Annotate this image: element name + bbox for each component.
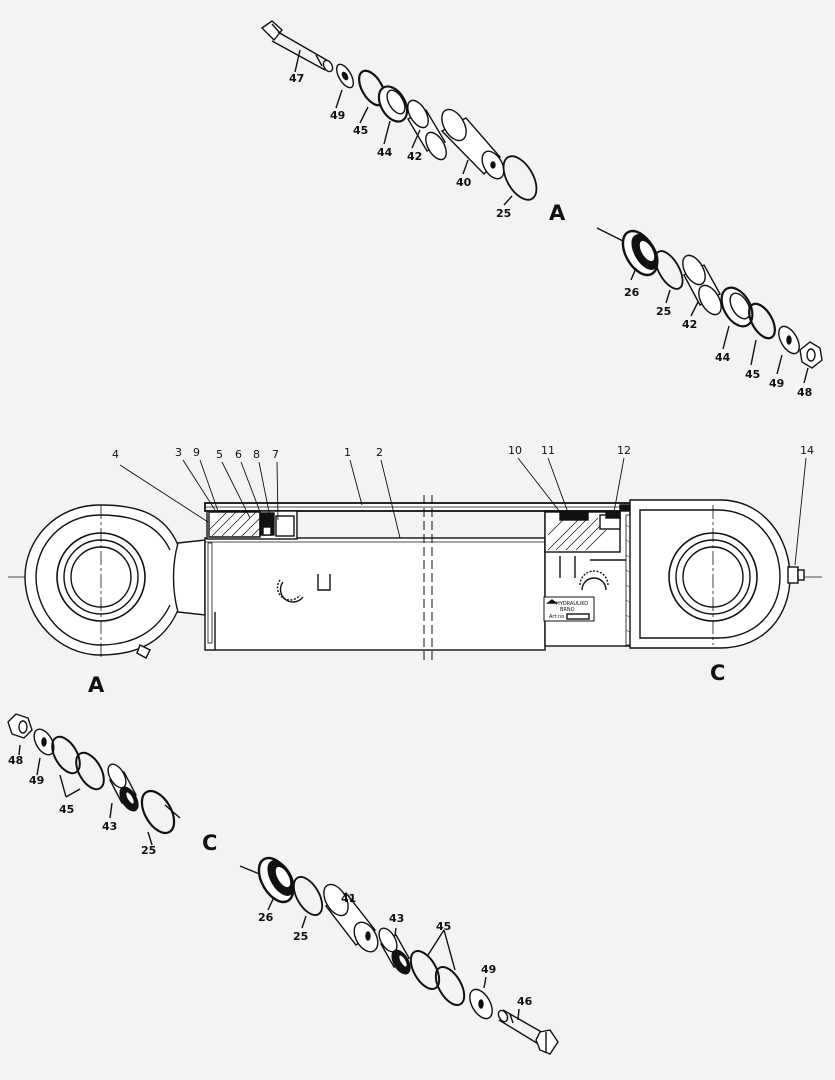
callout-47-upper: 47 [289, 72, 304, 85]
gland-head[interactable] [206, 510, 298, 540]
callout-25-right: 25 [656, 305, 671, 318]
callout-42-upper: 42 [407, 150, 422, 163]
callout-45-left: 45 [59, 803, 74, 816]
snap-ring-25-right[interactable] [650, 247, 688, 293]
callout-6: 6 [235, 448, 242, 461]
nut-48-right[interactable] [799, 341, 823, 369]
callout-1: 1 [344, 446, 351, 459]
callout-leaders [119, 457, 807, 566]
right-exploded-assembly-a: 26 25 42 44 45 49 48 [596, 225, 823, 399]
callout-25-left: 25 [141, 844, 156, 857]
bushing-41[interactable] [319, 880, 383, 956]
bottom-exploded-assembly-c: 26 25 41 43 45 49 46 [239, 852, 559, 1055]
break-lines [423, 495, 433, 660]
bolt-46[interactable] [497, 1009, 559, 1055]
bearing-housing-26-bottom[interactable] [252, 852, 300, 908]
callout-44-right: 44 [715, 351, 731, 364]
bushing-43-bottom[interactable] [375, 925, 413, 977]
bushing-42-right[interactable] [678, 252, 726, 319]
callout-26-bottom: 26 [258, 911, 274, 924]
view-label-a-upper: A [549, 201, 566, 225]
callout-41: 41 [341, 892, 356, 905]
nameplate: HYDRAULIKO BRNO Art.no [543, 596, 595, 622]
callout-3: 3 [175, 446, 182, 459]
nameplate-art: Art.no [549, 614, 564, 620]
view-label-c-lower: C [202, 831, 217, 855]
callout-40: 40 [456, 176, 472, 189]
callout-45-upper: 45 [353, 124, 368, 137]
seal-ring-45-right[interactable] [744, 300, 780, 343]
ring-detail-left [276, 574, 331, 603]
washer-49-right[interactable] [775, 323, 804, 357]
bearing-44-upper[interactable] [373, 82, 413, 127]
hydraulic-cylinder: HYDRAULIKO BRNO Art.no [8, 444, 825, 660]
callout-14: 14 [800, 444, 814, 457]
callout-5: 5 [216, 448, 223, 461]
seal-ring-45b-left[interactable] [70, 748, 109, 794]
callout-2: 2 [376, 446, 383, 459]
callout-49-upper: 49 [330, 109, 345, 122]
callout-49-bottom: 49 [481, 963, 496, 976]
grease-nipple-14[interactable] [787, 566, 805, 584]
callout-25-bottom: 25 [293, 930, 308, 943]
callout-46: 46 [517, 995, 533, 1008]
callout-12: 12 [617, 444, 631, 457]
callout-48-right: 48 [797, 386, 812, 399]
callout-43-left: 43 [102, 820, 117, 833]
callout-48-left: 48 [8, 754, 23, 767]
bolt-47[interactable] [260, 20, 334, 73]
view-label-a-main: A [88, 673, 105, 697]
seal-ring-45a-bottom[interactable] [405, 946, 445, 993]
callout-7: 7 [272, 448, 279, 461]
callout-25-upper: 25 [496, 207, 511, 220]
callout-26-right: 26 [624, 286, 640, 299]
nameplate-line2: BRNO [560, 607, 575, 613]
snap-ring-25-upper[interactable] [497, 151, 544, 206]
washer-49-upper[interactable] [333, 62, 356, 91]
callout-9: 9 [193, 446, 200, 459]
end-cap-eye-c[interactable] [629, 499, 791, 649]
seal-ring-45b-bottom[interactable] [430, 962, 470, 1009]
callout-45-right: 45 [745, 368, 760, 381]
callout-49-left: 49 [29, 774, 44, 787]
bushing-42-upper[interactable] [404, 97, 451, 163]
washer-49-bottom[interactable] [465, 986, 497, 1023]
nut-48-left[interactable] [7, 713, 33, 739]
rod-eye-a[interactable] [24, 504, 206, 660]
piston-assembly[interactable] [544, 504, 631, 578]
ring-detail-right [579, 570, 609, 591]
callout-44-upper: 44 [377, 146, 393, 159]
left-exploded-assembly-c: 48 49 45 43 25 [7, 713, 181, 857]
seal-ring-45a-left[interactable] [46, 732, 85, 778]
snap-ring-25-bottom[interactable] [288, 872, 328, 919]
washer-49-left[interactable] [30, 726, 58, 758]
callout-45-bottom: 45 [436, 920, 451, 933]
callout-8: 8 [253, 448, 260, 461]
bearing-44-right[interactable] [715, 282, 759, 331]
callout-42-right: 42 [682, 318, 697, 331]
pin-40[interactable] [437, 105, 508, 182]
callout-10: 10 [508, 444, 522, 457]
piston-rod-2[interactable] [204, 537, 546, 651]
callout-43-bottom: 43 [389, 912, 404, 925]
callout-4: 4 [112, 448, 119, 461]
view-label-c-main: C [710, 661, 725, 685]
snap-ring-25-left[interactable] [135, 786, 181, 839]
callout-49-right: 49 [769, 377, 784, 390]
upper-exploded-assembly-a: 47 49 45 44 42 40 25 [260, 20, 544, 220]
bushing-43-left[interactable] [104, 761, 141, 814]
nameplate-brand: HYDRAULIKO [556, 601, 588, 607]
bearing-housing-26-right[interactable] [616, 225, 664, 281]
callout-11: 11 [541, 444, 555, 457]
